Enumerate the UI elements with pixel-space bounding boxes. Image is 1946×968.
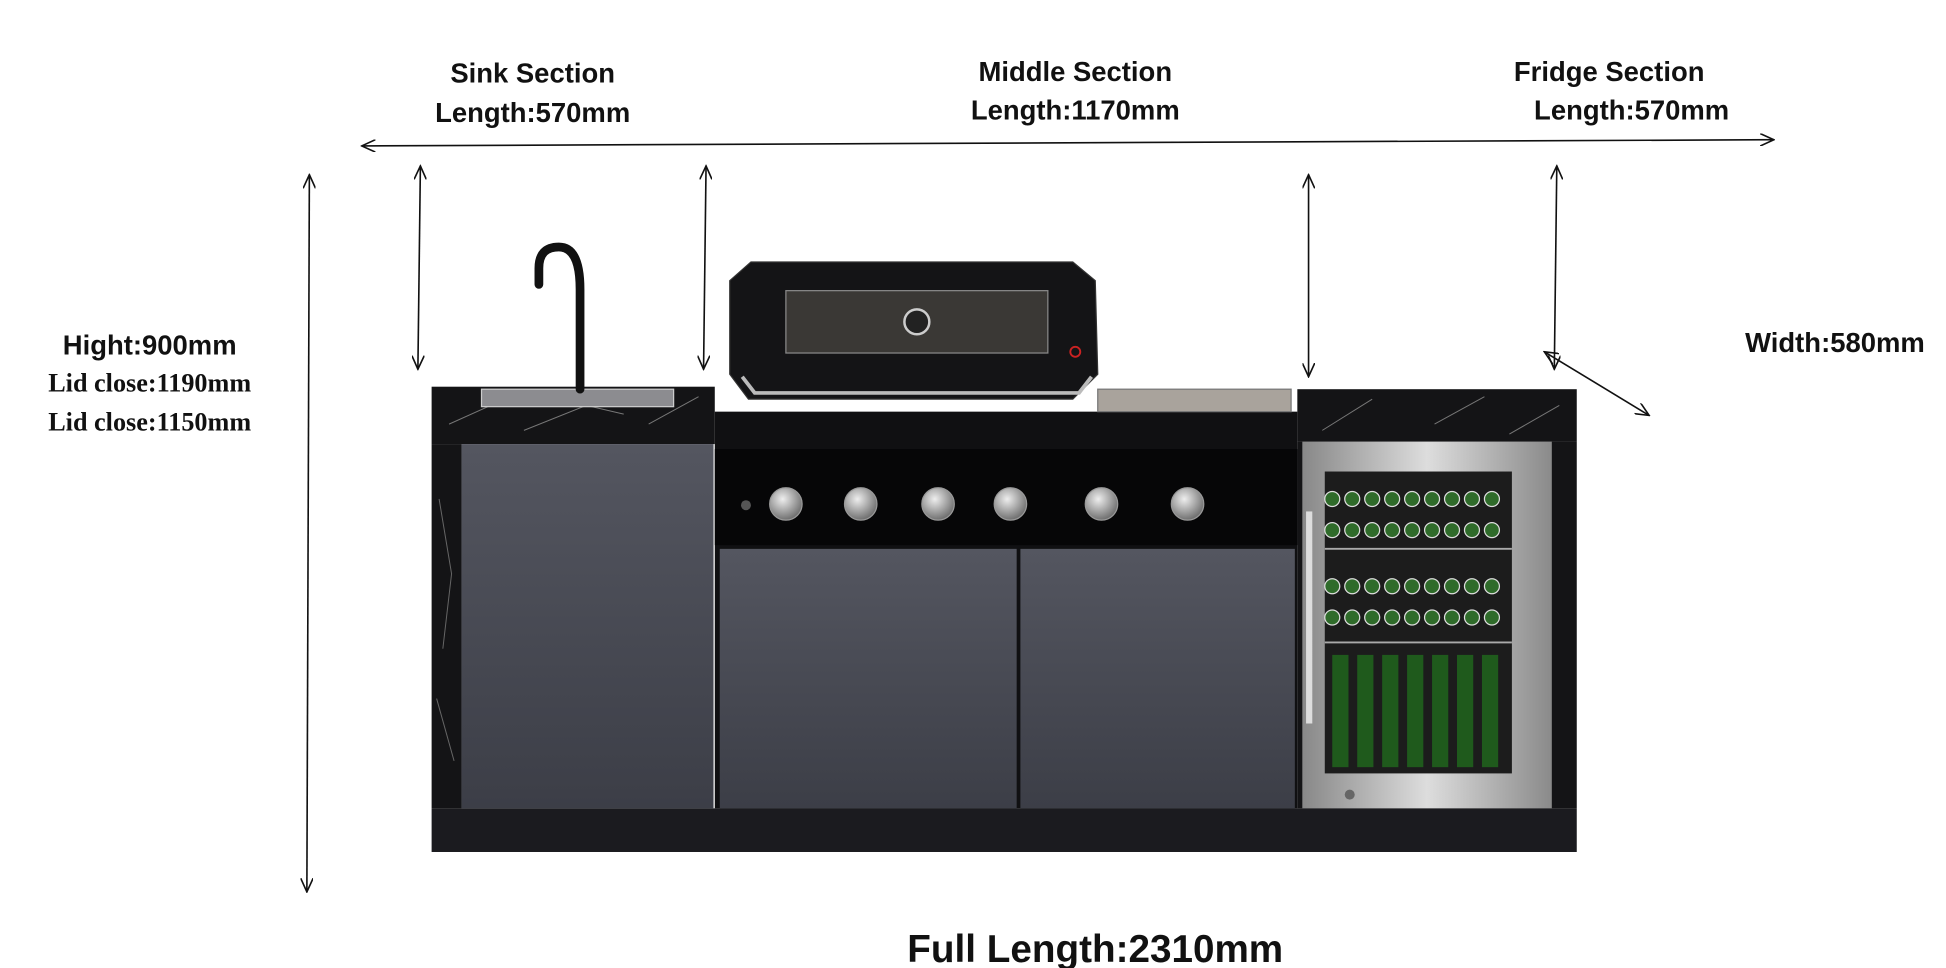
bottle	[1432, 654, 1449, 768]
thermometer-icon	[903, 308, 931, 336]
sink-side-panel	[431, 444, 462, 809]
bottle	[1344, 578, 1361, 595]
fridge-section	[1297, 389, 1577, 809]
bbq-left-door[interactable]	[719, 548, 1017, 809]
bottle	[1423, 522, 1441, 539]
bottle	[1364, 578, 1381, 595]
bbq-right-door[interactable]	[1020, 548, 1295, 809]
bottle	[1384, 578, 1401, 595]
bottle	[1403, 490, 1421, 508]
bottle	[1403, 609, 1421, 626]
bottle	[1344, 490, 1361, 508]
bottle	[1443, 578, 1461, 595]
bottle	[1403, 578, 1421, 595]
burner-knob-2[interactable]	[843, 487, 878, 521]
bottle	[1357, 654, 1374, 768]
bottle	[1382, 654, 1399, 768]
sink-left-height-arrow	[418, 166, 420, 369]
burner-knob-5[interactable]	[1084, 487, 1119, 521]
knobs	[769, 487, 1205, 521]
bottle	[1403, 522, 1421, 539]
sink-section-length: Length:570mm	[435, 97, 630, 128]
ignition-button[interactable]	[740, 500, 751, 511]
bottle	[1463, 490, 1481, 508]
height-arrow	[307, 175, 309, 892]
bottle	[1463, 522, 1481, 539]
width-arrow	[1544, 352, 1649, 416]
height-label: Hight:900mm	[63, 329, 237, 360]
brand-logo	[1069, 345, 1082, 358]
fridge-countertop	[1297, 389, 1577, 442]
middle-section-title: Middle Section	[978, 56, 1172, 87]
bottle	[1324, 578, 1341, 595]
bottle	[1332, 654, 1349, 768]
bottle	[1344, 609, 1361, 626]
bottle	[1384, 490, 1401, 508]
plinth	[431, 808, 1577, 852]
middle-section-length: Length:1170mm	[971, 95, 1180, 126]
fridge-lock	[1344, 789, 1355, 800]
bottle	[1463, 578, 1481, 595]
bottle	[1324, 490, 1341, 508]
sink-cabinet-door[interactable]	[461, 444, 714, 809]
bottle	[1483, 609, 1501, 626]
fridge-height-arrow	[1554, 166, 1556, 369]
bottle	[1443, 522, 1461, 539]
bottle	[1483, 578, 1501, 595]
bottle	[1364, 522, 1381, 539]
bottle	[1324, 522, 1341, 539]
lid-close-label-2: Lid close:1150mm	[48, 407, 251, 436]
lid-handle	[740, 375, 1093, 395]
fridge-handle[interactable]	[1306, 511, 1313, 724]
bottle	[1423, 609, 1441, 626]
fridge-shelves	[1324, 547, 1512, 644]
bottle	[1481, 654, 1499, 768]
faucet	[534, 242, 585, 394]
bottle	[1364, 490, 1381, 508]
dimension-arrows	[307, 140, 1774, 892]
outdoor-kitchen	[431, 242, 1577, 852]
bottles	[1324, 490, 1501, 768]
bbq-section	[714, 261, 1298, 809]
bottle	[1423, 578, 1441, 595]
burner-knob-1[interactable]	[769, 487, 803, 521]
bottle	[1423, 490, 1441, 508]
sink-section-title: Sink Section	[450, 57, 615, 88]
fridge-section-title: Fridge Section	[1514, 56, 1705, 87]
sink-right-height-arrow	[704, 166, 706, 369]
bottle	[1463, 609, 1481, 626]
full-length-label: Full Length:2310mm	[907, 928, 1283, 968]
bottle	[1407, 654, 1424, 768]
width-label: Width:580mm	[1745, 327, 1925, 358]
bottle	[1384, 609, 1401, 626]
bottle	[1384, 522, 1401, 539]
side-burner-lid	[1097, 388, 1292, 413]
bottle	[1364, 609, 1381, 626]
burner-knob-6[interactable]	[1170, 487, 1205, 521]
lid-close-label-1: Lid close:1190mm	[48, 369, 251, 398]
burner-knob-3[interactable]	[921, 487, 955, 521]
bottle	[1483, 522, 1501, 539]
bottle	[1483, 490, 1501, 508]
bottle	[1443, 609, 1461, 626]
bottle	[1457, 654, 1474, 768]
bottle	[1344, 522, 1361, 539]
bottle	[1443, 490, 1461, 508]
burner-knob-4[interactable]	[993, 487, 1028, 521]
full-length-arrow	[362, 140, 1774, 146]
fridge-section-length: Length:570mm	[1534, 95, 1729, 126]
sink-section	[431, 242, 715, 809]
bottle	[1324, 609, 1341, 626]
